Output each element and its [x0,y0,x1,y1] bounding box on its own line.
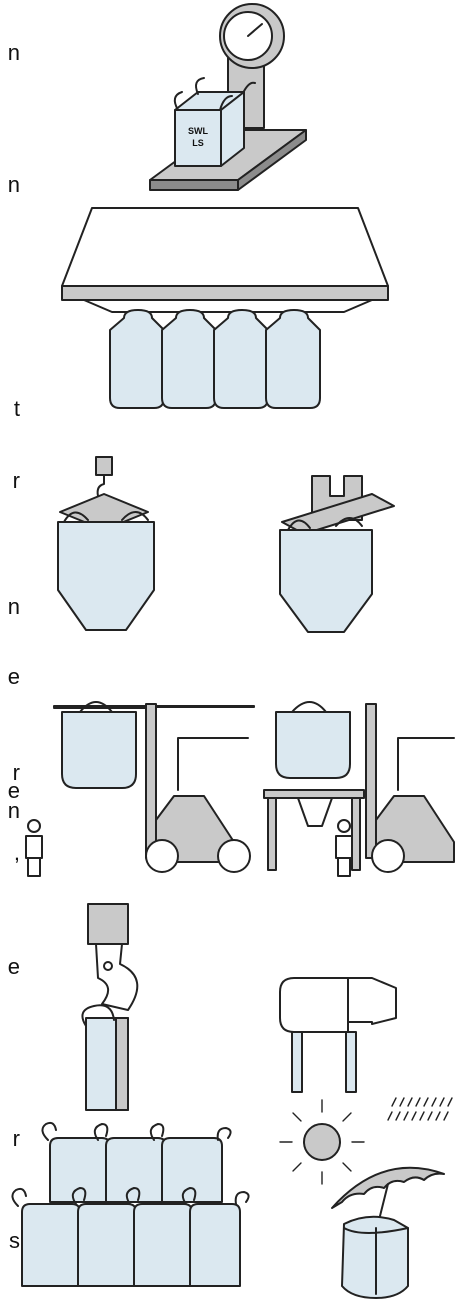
sun-icon [304,1124,340,1160]
bag [276,712,350,778]
lifting-hook-illustration [58,457,154,630]
worker-icon [26,820,42,876]
bag [162,1138,222,1202]
bag [214,310,268,408]
bag [58,522,154,630]
forklift-cab [178,738,248,790]
bag [266,310,320,408]
worker-icon [336,820,352,876]
clamp-leg [346,1032,356,1092]
bag-loop [292,702,326,712]
bag-label-line1: SWL [188,126,208,136]
scale-illustration: SWL LS [150,4,306,190]
single-hook-illustration [82,904,137,1110]
hook-strap [116,1018,128,1110]
forklift-cab [398,738,454,790]
bag-label-line2: LS [192,138,204,148]
clamp-leg [292,1032,302,1092]
hook-block [88,904,128,944]
bag [50,1138,110,1202]
weather-protection-illustration [280,1098,452,1298]
clamp-illustration [280,978,396,1092]
wheel-icon [218,840,250,872]
bag [162,310,216,408]
mast [366,704,376,858]
discharge-spout [298,798,332,826]
stand-top [264,790,364,798]
wheel-icon [372,840,404,872]
bag [22,1204,80,1286]
crane-hook-icon [96,944,137,1010]
scale-platform-front [150,180,238,190]
roof-underside [84,300,372,312]
bag [280,530,372,632]
bag [62,712,136,788]
bag [190,1204,240,1286]
roof-edge [62,286,388,300]
clamp-housing [280,978,348,1032]
lifting-frame-illustration [280,476,394,632]
covered-storage-illustration [62,208,388,408]
bag [78,1204,136,1286]
clamp-jaw [348,978,396,1024]
forklift-right-illustration [264,702,454,876]
stacked-bags-illustration [12,1123,248,1286]
roof-top [62,208,388,286]
hook-block [96,457,112,475]
hook-pin [104,962,112,970]
bag [110,310,164,408]
bag [106,1138,166,1202]
bag [134,1204,192,1286]
mast [146,704,156,858]
rain-icon [388,1098,452,1120]
wheel-icon [146,840,178,872]
forklift-left-illustration [26,702,254,876]
